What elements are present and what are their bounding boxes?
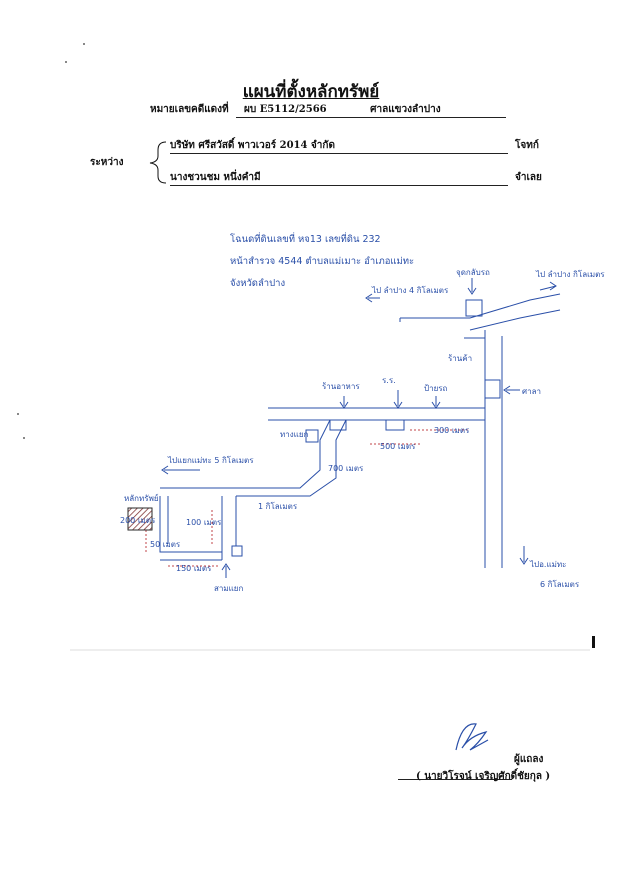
map-road-mark-4: ป้ายรถ <box>424 384 448 393</box>
map-to-right-bottom: ไปอ.แม่ทะ <box>530 560 567 569</box>
plaintiff-role: โจทก์ <box>515 140 539 151</box>
case-line: ผบ E5112/2566 ศาลแขวงลำปาง <box>236 102 506 118</box>
defendant-line: นางชวนชม หนึ่งคำมี <box>170 170 508 186</box>
plaintiff-name: บริษัท ศรีสวัสดิ์ พาวเวอร์ 2014 จำกัด <box>170 140 335 151</box>
map-road-mark-3: ร.ร. <box>382 376 396 385</box>
signature-mark <box>455 723 489 751</box>
signature-role: ผู้แถลง <box>514 754 544 765</box>
map-location-line3: จังหวัดลำปาง <box>230 278 286 289</box>
map-road-mark-5: ทางแยก <box>280 430 309 439</box>
map-road-mark-1: ร้านค้า <box>448 354 473 363</box>
map-bottom-junction: สามแยก <box>214 584 244 593</box>
defendant-name: นางชวนชม หนึ่งคำมี <box>170 172 261 183</box>
map-road-mark-6: ศาลา <box>522 387 541 396</box>
map-dist-5: 100 เมตร <box>186 518 222 527</box>
signatory-name: ( นายวิโรจน์ เจริญศักดิ์ชัยกุล ) <box>416 771 551 782</box>
map-dist-2: 500 เมตร <box>380 442 416 451</box>
map-location-line1: โฉนดที่ดินเลขที่ หจ13 เลขที่ดิน 232 <box>230 234 381 245</box>
map-dist-4: 1 กิโลเมตร <box>258 502 298 511</box>
map-to-km-top: ไป ลำปาง 4 กิโลเมตร <box>372 286 449 295</box>
map-junction-top: จุดกลับรถ <box>456 268 490 277</box>
map-property-label: หลักทรัพย์ <box>124 494 159 503</box>
map-dist-1: 300 เมตร <box>434 426 470 435</box>
page-title: แผนที่ตั้งหลักทรัพย์ <box>242 82 380 102</box>
between-label: ระหว่าง <box>90 157 124 168</box>
property-parcel <box>127 507 153 531</box>
map-dist-3: 700 เมตร <box>328 464 364 473</box>
map-road-mark-2: ร้านอาหาร <box>322 382 360 391</box>
map-dist-8: 200 เมตร <box>120 516 156 525</box>
defendant-role: จำเลย <box>515 172 542 183</box>
case-label: หมายเลขคดีแดงที่ <box>150 104 229 115</box>
map-location-line2: หน้าสำรวจ 4544 ตำบลแม่เมาะ อำเภอแม่ทะ <box>230 256 415 267</box>
court-name: ศาลแขวงลำปาง <box>370 104 441 115</box>
case-number: ผบ E5112/2566 <box>244 104 327 115</box>
edge-mark <box>592 636 595 648</box>
signature-line <box>398 760 512 780</box>
map-to-right-bottom-km: 6 กิโลเมตร <box>540 580 580 589</box>
plaintiff-line: บริษัท ศรีสวัสดิ์ พาวเวอร์ 2014 จำกัด <box>170 138 508 154</box>
map-dist-7: 150 เมตร <box>176 564 212 573</box>
map-dist-6: 50 เมตร <box>150 540 181 549</box>
map-to-right-top: ไป ลำปาง กิโลเมตร <box>536 270 605 279</box>
map-to-left-mid: ไปแยกแม่ทะ 5 กิโลเมตร <box>168 456 254 465</box>
